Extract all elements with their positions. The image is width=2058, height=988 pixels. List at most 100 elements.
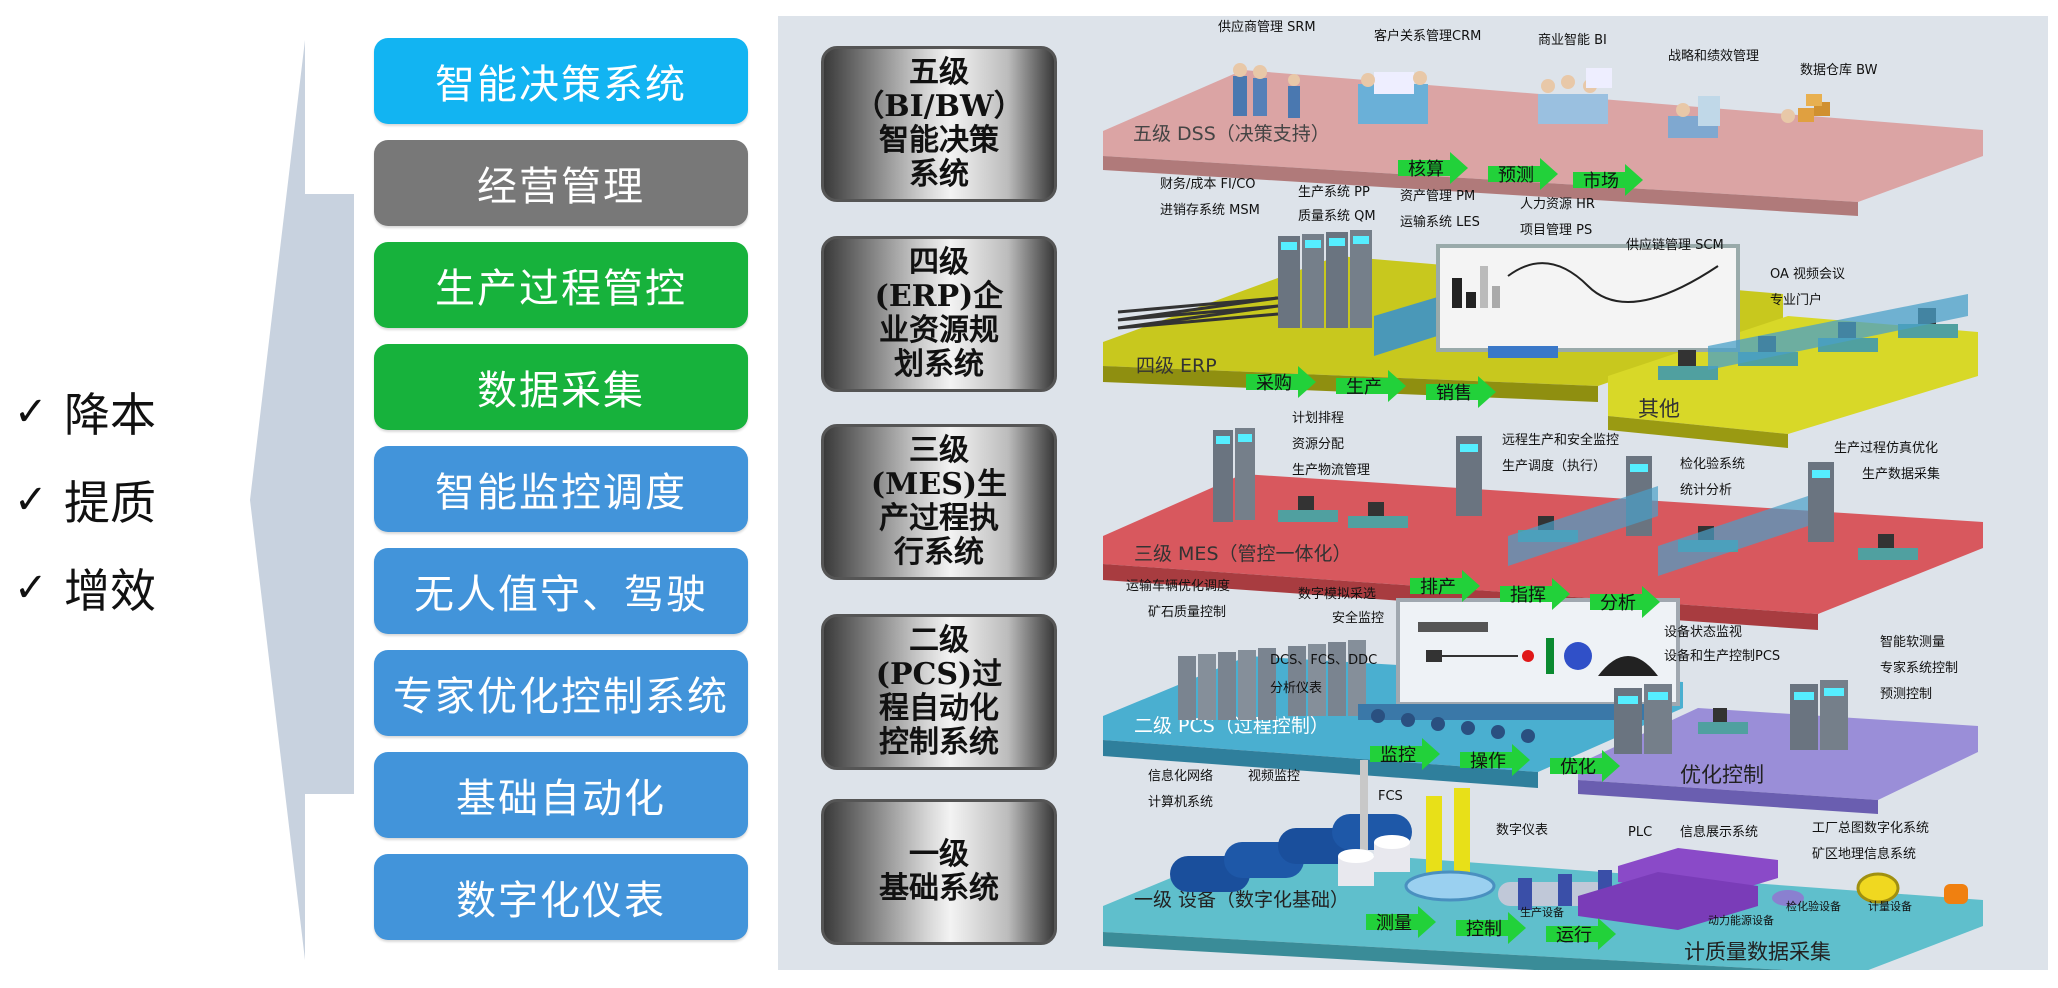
level-box-2: 二级 (PCS)过 程自动化 控制系统: [821, 614, 1057, 770]
process-arrow-label: 指挥: [1510, 585, 1546, 606]
annotations-l5: 供应商管理 SRM 客户关系管理CRM 商业智能 BI 战略和绩效管理 数据仓库…: [1218, 19, 1878, 78]
check-icon: ✓: [14, 389, 48, 435]
server-rack-icon: [1278, 230, 1372, 328]
annotation-text: 项目管理 PS: [1520, 223, 1592, 238]
annotation-text: OA 视频会议: [1770, 267, 1845, 282]
process-arrow-label: 生产: [1346, 377, 1382, 398]
process-arrow: [1370, 738, 1440, 770]
annotation-text: 检化验设备: [1786, 899, 1841, 913]
process-arrow-label: 运行: [1556, 925, 1592, 946]
power-equipment-icon: [1772, 890, 1804, 906]
annotation-text: 检化验系统: [1680, 456, 1745, 472]
level-box-line: 划系统: [894, 347, 984, 382]
silo-icon: [1404, 788, 1496, 902]
level-box-line: 控制系统: [879, 725, 999, 760]
level-box-line: 程自动化: [879, 691, 999, 726]
annotation-text: 远程生产和安全监控: [1502, 432, 1619, 448]
server-rack-icon: [1456, 436, 1482, 516]
platform-stack: 五级 DSS（决策支持） 四级 ERP 其他: [1103, 19, 1983, 970]
annotation-text: 生产设备: [1520, 905, 1564, 919]
platform-label-l3: 三级 MES（管控一体化）: [1134, 543, 1352, 565]
level-box-line: 三级: [909, 433, 969, 468]
benefit-item: ✓ 提质: [14, 456, 156, 544]
process-arrow: [1573, 164, 1643, 196]
annotation-text: 数字仪表: [1496, 823, 1548, 838]
category-button-basic-automation[interactable]: 基础自动化: [374, 752, 748, 838]
process-arrow: [1546, 918, 1616, 950]
platform-l2-opt: [1578, 708, 1978, 800]
server-rack-icon: [1213, 428, 1255, 522]
annotation-text: 数据仓库 BW: [1800, 62, 1878, 78]
category-button-data-collection[interactable]: 数据采集: [374, 344, 748, 430]
platform-l5: [1103, 70, 1983, 202]
arrow-group-l3: 排产 指挥 分析: [1410, 570, 1660, 618]
category-button-operation[interactable]: 经营管理: [374, 140, 748, 226]
process-arrow: [1366, 906, 1436, 938]
annotation-text: 财务/成本 FI/CO: [1160, 176, 1256, 192]
annotation-text: 生产调度（执行）: [1502, 458, 1606, 474]
level-box-line: 基础系统: [879, 871, 999, 906]
display-wall-icon: [1436, 244, 1740, 358]
annotation-text: 客户关系管理CRM: [1374, 28, 1481, 44]
category-button-decision[interactable]: 智能决策系统: [374, 38, 748, 124]
platform-label-l1: 一级 设备（数字化基础）: [1134, 889, 1349, 911]
annotation-text: 分析仪表: [1270, 681, 1322, 696]
annotation-text: 矿石质量控制: [1148, 605, 1226, 620]
process-arrow: [1398, 152, 1468, 184]
platform-label-l4: 四级 ERP: [1136, 355, 1217, 377]
process-arrow: [1246, 366, 1316, 398]
category-button-production-control[interactable]: 生产过程管控: [374, 242, 748, 328]
workstation-icon: [1658, 294, 1968, 380]
workstation-icon: [1278, 486, 1918, 576]
category-button-unmanned[interactable]: 无人值守、驾驶: [374, 548, 748, 634]
arrow-group-l5: 核算 预测 市场: [1398, 152, 1643, 196]
category-button-list: 智能决策系统 经营管理 生产过程管控 数据采集 智能监控调度 无人值守、驾驶 专…: [374, 38, 748, 956]
level-box-3: 三级 (MES)生 产过程执 行系统: [821, 424, 1057, 580]
process-arrow-label: 市场: [1583, 171, 1619, 192]
process-arrow: [1410, 570, 1480, 602]
arrow-group-l1: 测量 控制 运行: [1366, 906, 1616, 950]
level-box-line: 产过程执: [879, 501, 999, 536]
arrow-group-l4: 采购 生产 销售: [1246, 366, 1496, 408]
annotation-text: 资产管理 PM: [1400, 189, 1475, 204]
annotation-text: 计量设备: [1868, 899, 1912, 913]
benefit-label: 提质: [64, 476, 156, 530]
annotation-text: 视频监控: [1248, 769, 1300, 784]
architecture-diagram: 五级 （BI/BW） 智能决策 系统 四级 (ERP)企 业资源规 划系统 三级…: [778, 16, 2048, 970]
control-room-display-icon: [1396, 598, 1680, 706]
annotation-text: 设备和生产控制PCS: [1664, 648, 1780, 664]
level-box-line: 四级: [909, 245, 969, 280]
annotation-text: 智能软测量: [1880, 635, 1945, 650]
annotation-text: 计划排程: [1292, 411, 1344, 426]
analyst-icon: [1668, 96, 1720, 138]
annotation-text: 专业门户: [1770, 292, 1822, 308]
benefit-list: ✓ 降本 ✓ 提质 ✓ 增效: [14, 368, 156, 632]
server-rack-icon: [1808, 462, 1834, 542]
platform-label-l5: 五级 DSS（决策支持）: [1133, 123, 1330, 145]
level-box-line: 二级: [909, 623, 969, 658]
annotation-text: 战略和绩效管理: [1668, 48, 1759, 64]
category-button-monitoring[interactable]: 智能监控调度: [374, 446, 748, 532]
cabinet-row-icon: [1178, 640, 1366, 720]
process-arrow-label: 操作: [1470, 751, 1506, 772]
benefit-label: 降本: [64, 388, 156, 442]
annotation-text: 运输系统 LES: [1400, 214, 1480, 230]
stairs-shape: [1117, 296, 1279, 330]
process-arrow-label: 优化: [1560, 757, 1596, 778]
process-arrow-label: 排产: [1420, 577, 1456, 598]
annotations-l4: 财务/成本 FI/CO 进销存系统 MSM 生产系统 PP 质量系统 QM 资产…: [1160, 176, 1845, 308]
process-arrow-label: 测量: [1376, 913, 1412, 934]
annotation-text: 质量系统 QM: [1298, 209, 1376, 224]
process-arrow-label: 核算: [1408, 159, 1444, 180]
process-arrow-label: 销售: [1436, 383, 1472, 404]
category-button-digital-instruments[interactable]: 数字化仪表: [374, 854, 748, 940]
benefit-item: ✓ 增效: [14, 544, 156, 632]
process-arrow: [1460, 744, 1530, 776]
level-box-line: 业资源规: [879, 313, 999, 348]
annotations-l3: 计划排程 资源分配 生产物流管理 远程生产和安全监控 生产调度（执行） 检化验系…: [1292, 411, 1940, 498]
category-button-expert-control[interactable]: 专家优化控制系统: [374, 650, 748, 736]
annotation-text: 生产数据采集: [1862, 466, 1940, 482]
meeting-icon: [1358, 71, 1428, 124]
level-box-line: 一级: [909, 837, 969, 872]
annotation-text: 信息化网络: [1148, 768, 1213, 784]
